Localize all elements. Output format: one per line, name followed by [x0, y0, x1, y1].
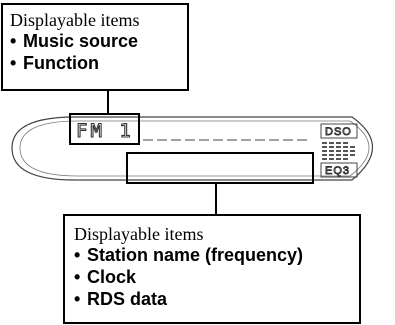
bullet: •: [10, 31, 17, 51]
item-label: Station name (frequency): [87, 245, 304, 265]
bullet: •: [10, 53, 17, 73]
bottom-callout-item-rds-data: • RDS data: [74, 288, 359, 310]
source-segment-text: FM 1: [76, 120, 134, 142]
top-callout: Displayable items • Music source • Functio…: [1, 3, 189, 91]
display-panel-outline: [11, 116, 374, 181]
top-callout-title: Displayable items: [10, 10, 140, 30]
bottom-callout-item-clock: • Clock: [74, 266, 359, 288]
bullet: •: [74, 245, 81, 265]
top-callout-item-music-source: • Music source: [10, 30, 187, 52]
eq3-label: EQ3: [325, 165, 350, 177]
item-label: Clock: [87, 267, 137, 287]
bullet: •: [74, 289, 81, 309]
dso-label: DSO: [325, 126, 352, 138]
bottom-callout-title: Displayable items: [74, 224, 204, 244]
item-label: RDS data: [87, 289, 168, 309]
bullet: •: [74, 267, 81, 287]
equalizer-bars-icon: [322, 142, 355, 160]
source-highlight-box: [69, 113, 140, 145]
item-label: Function: [23, 53, 99, 73]
top-callout-item-function: • Function: [10, 52, 187, 74]
bottom-callout-item-station-name: • Station name (frequency): [74, 244, 359, 266]
bottom-callout: Displayable items • Station name (frequen…: [63, 214, 361, 324]
item-label: Music source: [23, 31, 139, 51]
station-name-highlight-box: [126, 152, 314, 184]
dso-label-box: [320, 123, 358, 139]
display-panel-inner-outline: [19, 120, 370, 177]
eq3-label-box: [320, 162, 358, 178]
